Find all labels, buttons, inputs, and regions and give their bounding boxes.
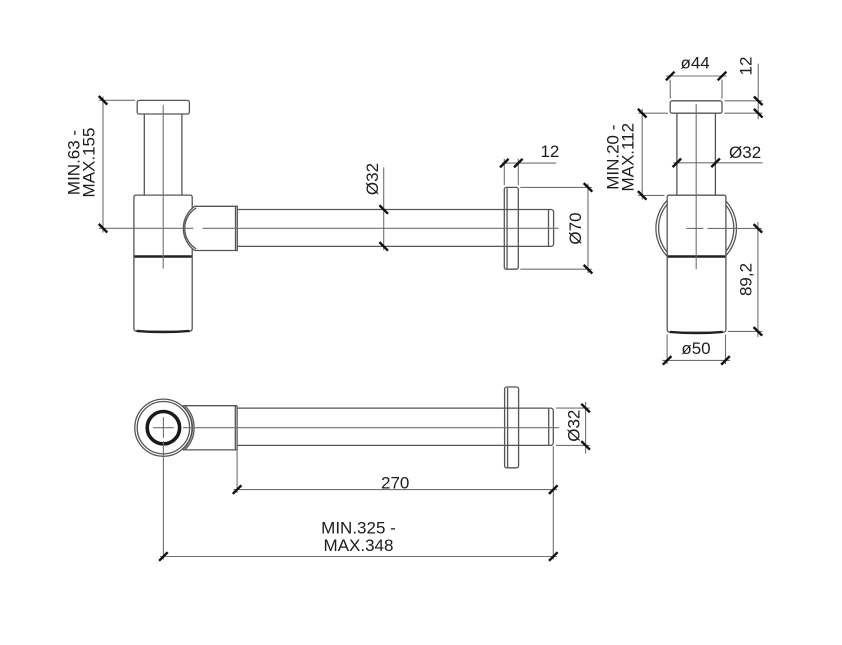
svg-text:MIN.325 -: MIN.325 - — [321, 519, 396, 538]
svg-text:ø44: ø44 — [680, 54, 709, 73]
svg-text:MAX.348: MAX.348 — [324, 536, 394, 555]
svg-text:Ø32: Ø32 — [363, 163, 382, 195]
svg-text:MIN.63 -MAX.155: MIN.63 -MAX.155 — [65, 128, 99, 198]
svg-text:MIN.20 -MAX.112: MIN.20 -MAX.112 — [604, 123, 638, 192]
svg-text:Ø32: Ø32 — [729, 143, 761, 162]
svg-text:270: 270 — [381, 474, 409, 493]
svg-text:89,2: 89,2 — [737, 263, 756, 296]
svg-text:12: 12 — [737, 57, 756, 76]
svg-text:ø50: ø50 — [681, 339, 710, 358]
svg-text:Ø32: Ø32 — [565, 410, 584, 442]
svg-text:Ø70: Ø70 — [566, 212, 585, 244]
svg-text:12: 12 — [540, 142, 559, 161]
